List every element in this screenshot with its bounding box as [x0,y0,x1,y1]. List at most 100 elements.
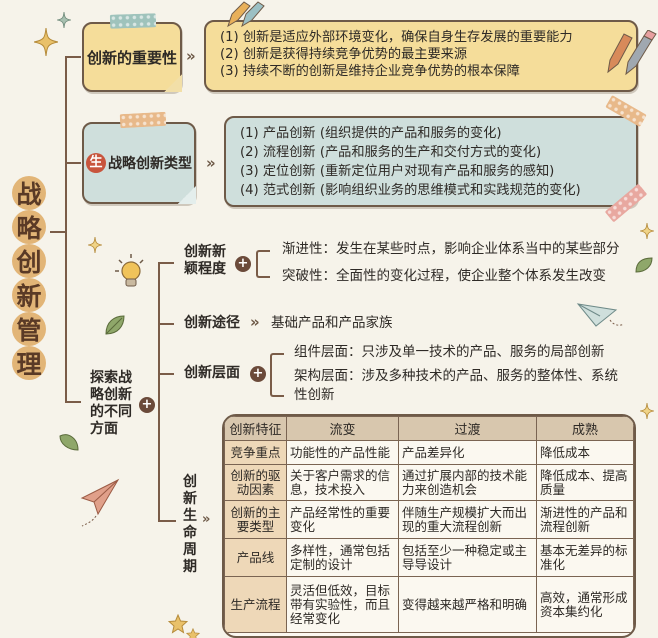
table-cell: 多样性，通常包括定制的设计 [286,538,399,577]
bracket [256,250,270,278]
table-header: 流变 [286,416,399,441]
types-label: 战略创新类型 [108,156,192,172]
leaf-icon [635,257,653,273]
novelty-label: 创新新 颖程度 [184,244,226,278]
expand-button[interactable]: + [250,366,266,382]
page-curl [164,74,182,92]
table-cell: 创新的主要类型 [224,500,287,539]
table-row: 创新的驱动因素 关于客户需求的信息，技术投入 通过扩展内部的技术能力来创造机会 … [224,464,634,501]
level-item: 架构层面：涉及多种技术的产品、服务的整体性、系统 性创新 [294,367,618,405]
sparkle-icon [88,237,102,253]
table-cell: 产品差异化 [398,440,537,465]
text-line: 性创新 [294,387,335,403]
importance-node[interactable]: 创新的重要性 [82,22,182,92]
connector-line [158,323,174,325]
label-char: 新 [183,491,197,507]
table-header: 过渡 [398,416,537,441]
table-cell: 关于客户需求的信息，技术投入 [286,464,399,501]
star-icon [168,614,188,634]
page-curl [178,186,196,204]
lifecycle-table: 创新特征 流变 过渡 成熟 竞争重点 功能性的产品性能 产品差异化 降低成本 创… [222,414,636,638]
table-cell: 降低成本 [536,440,634,465]
table-cell: 灵活但低效，目标带有实验性，而且经常变化 [286,576,399,633]
pencil-icon [607,30,657,76]
label-line: 略创新 [90,387,132,403]
table-cell: 高效，通常形成资本集约化 [536,576,634,633]
label-char: 创 [183,474,197,490]
level-item: 组件层面：只涉及单一技术的产品、服务的局部创新 [294,344,605,360]
table-header-row: 创新特征 流变 过渡 成熟 [224,416,634,441]
sparkle-icon [34,28,58,56]
arrow-icon: » [186,47,196,65]
label-char: 周 [183,542,197,558]
title-char: 战 [12,176,46,210]
label-line: 方面 [90,421,118,437]
table-cell: 创新的驱动因素 [224,464,287,501]
sparkle-icon [640,223,654,239]
label-line: 探索战 [90,370,132,386]
arrow-icon: » [202,512,211,527]
sparkle-icon [57,12,71,28]
table-cell: 通过扩展内部的技术能力来创造机会 [398,464,537,501]
bracket [270,353,284,397]
importance-item: (2) 创新是获得持续竞争优势的最主要来源 [220,47,468,62]
text-line: 架构层面：涉及多种技术的产品、服务的整体性、系统 [294,368,618,384]
types-item: (3) 定位创新 (重新定位用户对现有产品和服务的感知) [240,164,555,179]
lightbulb-icon [115,254,144,287]
connector-line [158,520,176,522]
sparkle-icon [640,403,654,419]
label-char: 期 [183,559,197,575]
level-label: 创新层面 [184,365,240,381]
table-cell: 变得越来越严格和明确 [398,576,537,633]
types-node[interactable]: 生 战略创新类型 [82,122,196,204]
table-header: 创新特征 [224,416,287,441]
tape-decoration [119,111,167,129]
table-row: 竞争重点 功能性的产品性能 产品差异化 降低成本 [224,440,634,465]
table-cell: 基本无差异的标准化 [536,538,634,577]
connector-line [158,373,174,375]
paper-plane-icon [80,478,120,527]
connector-line [158,262,174,264]
connector-line [65,56,67,402]
title-char: 略 [12,210,46,244]
connector-line [65,162,81,164]
title-char: 新 [12,278,46,312]
expand-button[interactable]: + [235,256,251,272]
table-row: 产品线 多样性，通常包括定制的设计 包括至少一种稳定或主导导设计 基本无差异的标… [224,538,634,577]
root-title: 战 略 创 新 管 理 [12,176,48,380]
title-char: 理 [12,346,46,380]
types-item: (4) 范式创新 (影响组织业务的思维模式和实践规范的变化) [240,183,581,198]
star-icon [186,628,200,638]
table-cell: 渐进性的产品和流程创新 [536,500,634,539]
path-value: 基础产品和产品家族 [271,315,393,331]
table-header: 成熟 [536,416,634,441]
types-item: (2) 流程创新 (产品和服务的生产和交付方式的变化) [240,145,542,160]
types-item: (1) 产品创新 (组织提供的产品和服务的变化) [240,126,502,141]
path-label: 创新途径 [184,315,240,331]
label-line: 创新新 [184,244,226,260]
novelty-item: 渐进性：发生在某些时点，影响企业体系当中的某些部分 [282,241,620,257]
expand-button[interactable]: + [139,397,155,413]
label-line: 颖程度 [184,261,226,277]
types-panel: (1) 产品创新 (组织提供的产品和服务的变化) (2) 流程创新 (产品和服务… [224,116,638,207]
badge: 生 [86,153,106,173]
table-cell: 产品经常性的重要变化 [286,500,399,539]
table-row: 生产流程 灵活但低效，目标带有实验性，而且经常变化 变得越来越严格和明确 高效，… [224,576,634,633]
table-cell: 功能性的产品性能 [286,440,399,465]
importance-item: (3) 持续不断的创新是维持企业竞争优势的根本保障 [220,64,520,79]
paper-plane-icon [576,303,625,327]
title-char: 管 [12,312,46,346]
aspects-label: 探索战 略创新 的不同 方面 [90,370,142,438]
label-char: 命 [183,525,197,541]
arrow-icon: » [250,313,260,331]
tape-decoration [109,13,157,29]
connector-line [65,401,81,403]
label-line: 的不同 [90,404,132,420]
title-char: 创 [12,244,46,278]
table-cell: 包括至少一种稳定或主导导设计 [398,538,537,577]
leaf-icon [59,434,79,451]
table-cell: 生产流程 [224,576,287,633]
connector-line [158,262,160,521]
label-char: 生 [183,508,197,524]
table-cell: 伴随生产规模扩大而出现的重大流程创新 [398,500,537,539]
